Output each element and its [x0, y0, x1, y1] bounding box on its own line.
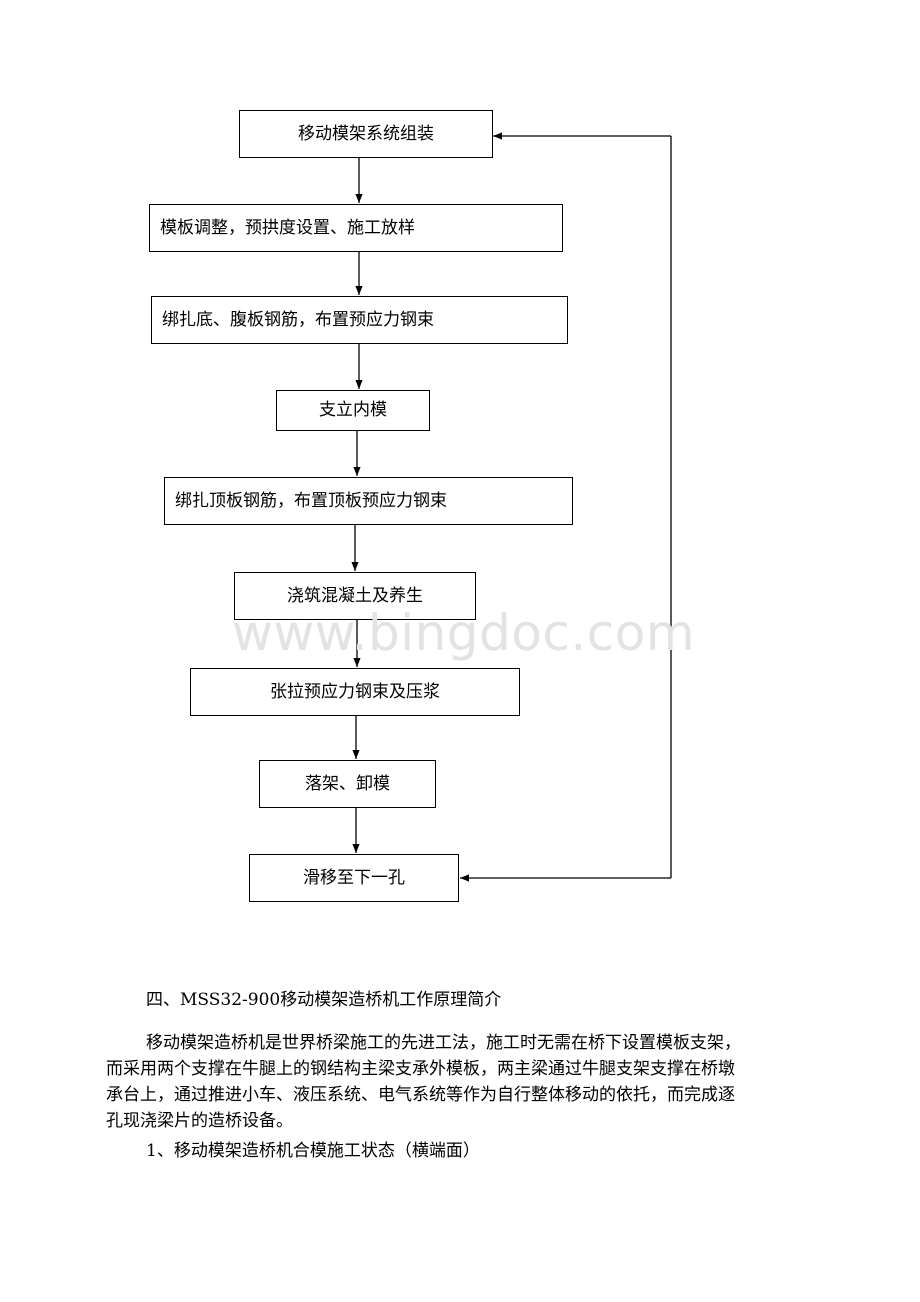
flow-step-7-label: 张拉预应力钢束及压浆	[270, 681, 440, 702]
flowchart-connectors	[351, 132, 672, 882]
flow-step-9-label: 滑移至下一孔	[303, 867, 405, 888]
flow-step-4-label: 支立内模	[319, 400, 387, 420]
flow-step-1: 移动模架系统组装	[239, 110, 493, 158]
intro-paragraph: 移动模架造桥机是世界桥梁施工的先进工法，施工时无需在桥下设置模板支架， 而采用两…	[106, 1030, 818, 1134]
paragraph-line: 移动模架造桥机是世界桥梁施工的先进工法，施工时无需在桥下设置模板支架，	[146, 1033, 741, 1053]
flow-step-3-label: 绑扎底、腹板钢筋，布置预应力钢束	[162, 309, 434, 330]
flow-step-8-label: 落架、卸模	[305, 773, 390, 794]
flow-step-5-label: 绑扎顶板钢筋，布置顶板预应力钢束	[175, 490, 447, 511]
paragraph-line: 而采用两个支撑在牛腿上的钢结构主梁支承外模板，两主梁通过牛腿支架支撑在桥墩	[106, 1059, 735, 1079]
flow-step-8: 落架、卸模	[259, 760, 436, 808]
flow-step-5: 绑扎顶板钢筋，布置顶板预应力钢束	[164, 477, 573, 525]
subheading: 1、移动模架造桥机合模施工状态（横端面）	[146, 1141, 480, 1161]
flow-step-3: 绑扎底、腹板钢筋，布置预应力钢束	[151, 296, 568, 344]
flow-step-9: 滑移至下一孔	[249, 854, 459, 902]
paragraph-line: 承台上，通过推进小车、液压系统、电气系统等作为自行整体移动的依托，而完成逐	[106, 1085, 735, 1105]
flow-step-1-label: 移动模架系统组装	[298, 123, 434, 144]
paragraph-line: 孔现浇梁片的造桥设备。	[106, 1111, 293, 1131]
flow-step-4: 支立内模	[276, 390, 430, 431]
watermark: www.bingdoc.com	[232, 604, 696, 662]
flow-step-2-label: 模板调整，预拱度设置、施工放样	[160, 217, 415, 238]
flow-step-6: 浇筑混凝土及养生	[234, 572, 476, 620]
section-heading: 四、MSS32-900移动模架造桥机工作原理简介	[146, 990, 502, 1010]
flow-step-6-label: 浇筑混凝土及养生	[287, 585, 423, 606]
flow-step-7: 张拉预应力钢束及压浆	[190, 668, 520, 716]
flow-step-2: 模板调整，预拱度设置、施工放样	[149, 204, 563, 252]
